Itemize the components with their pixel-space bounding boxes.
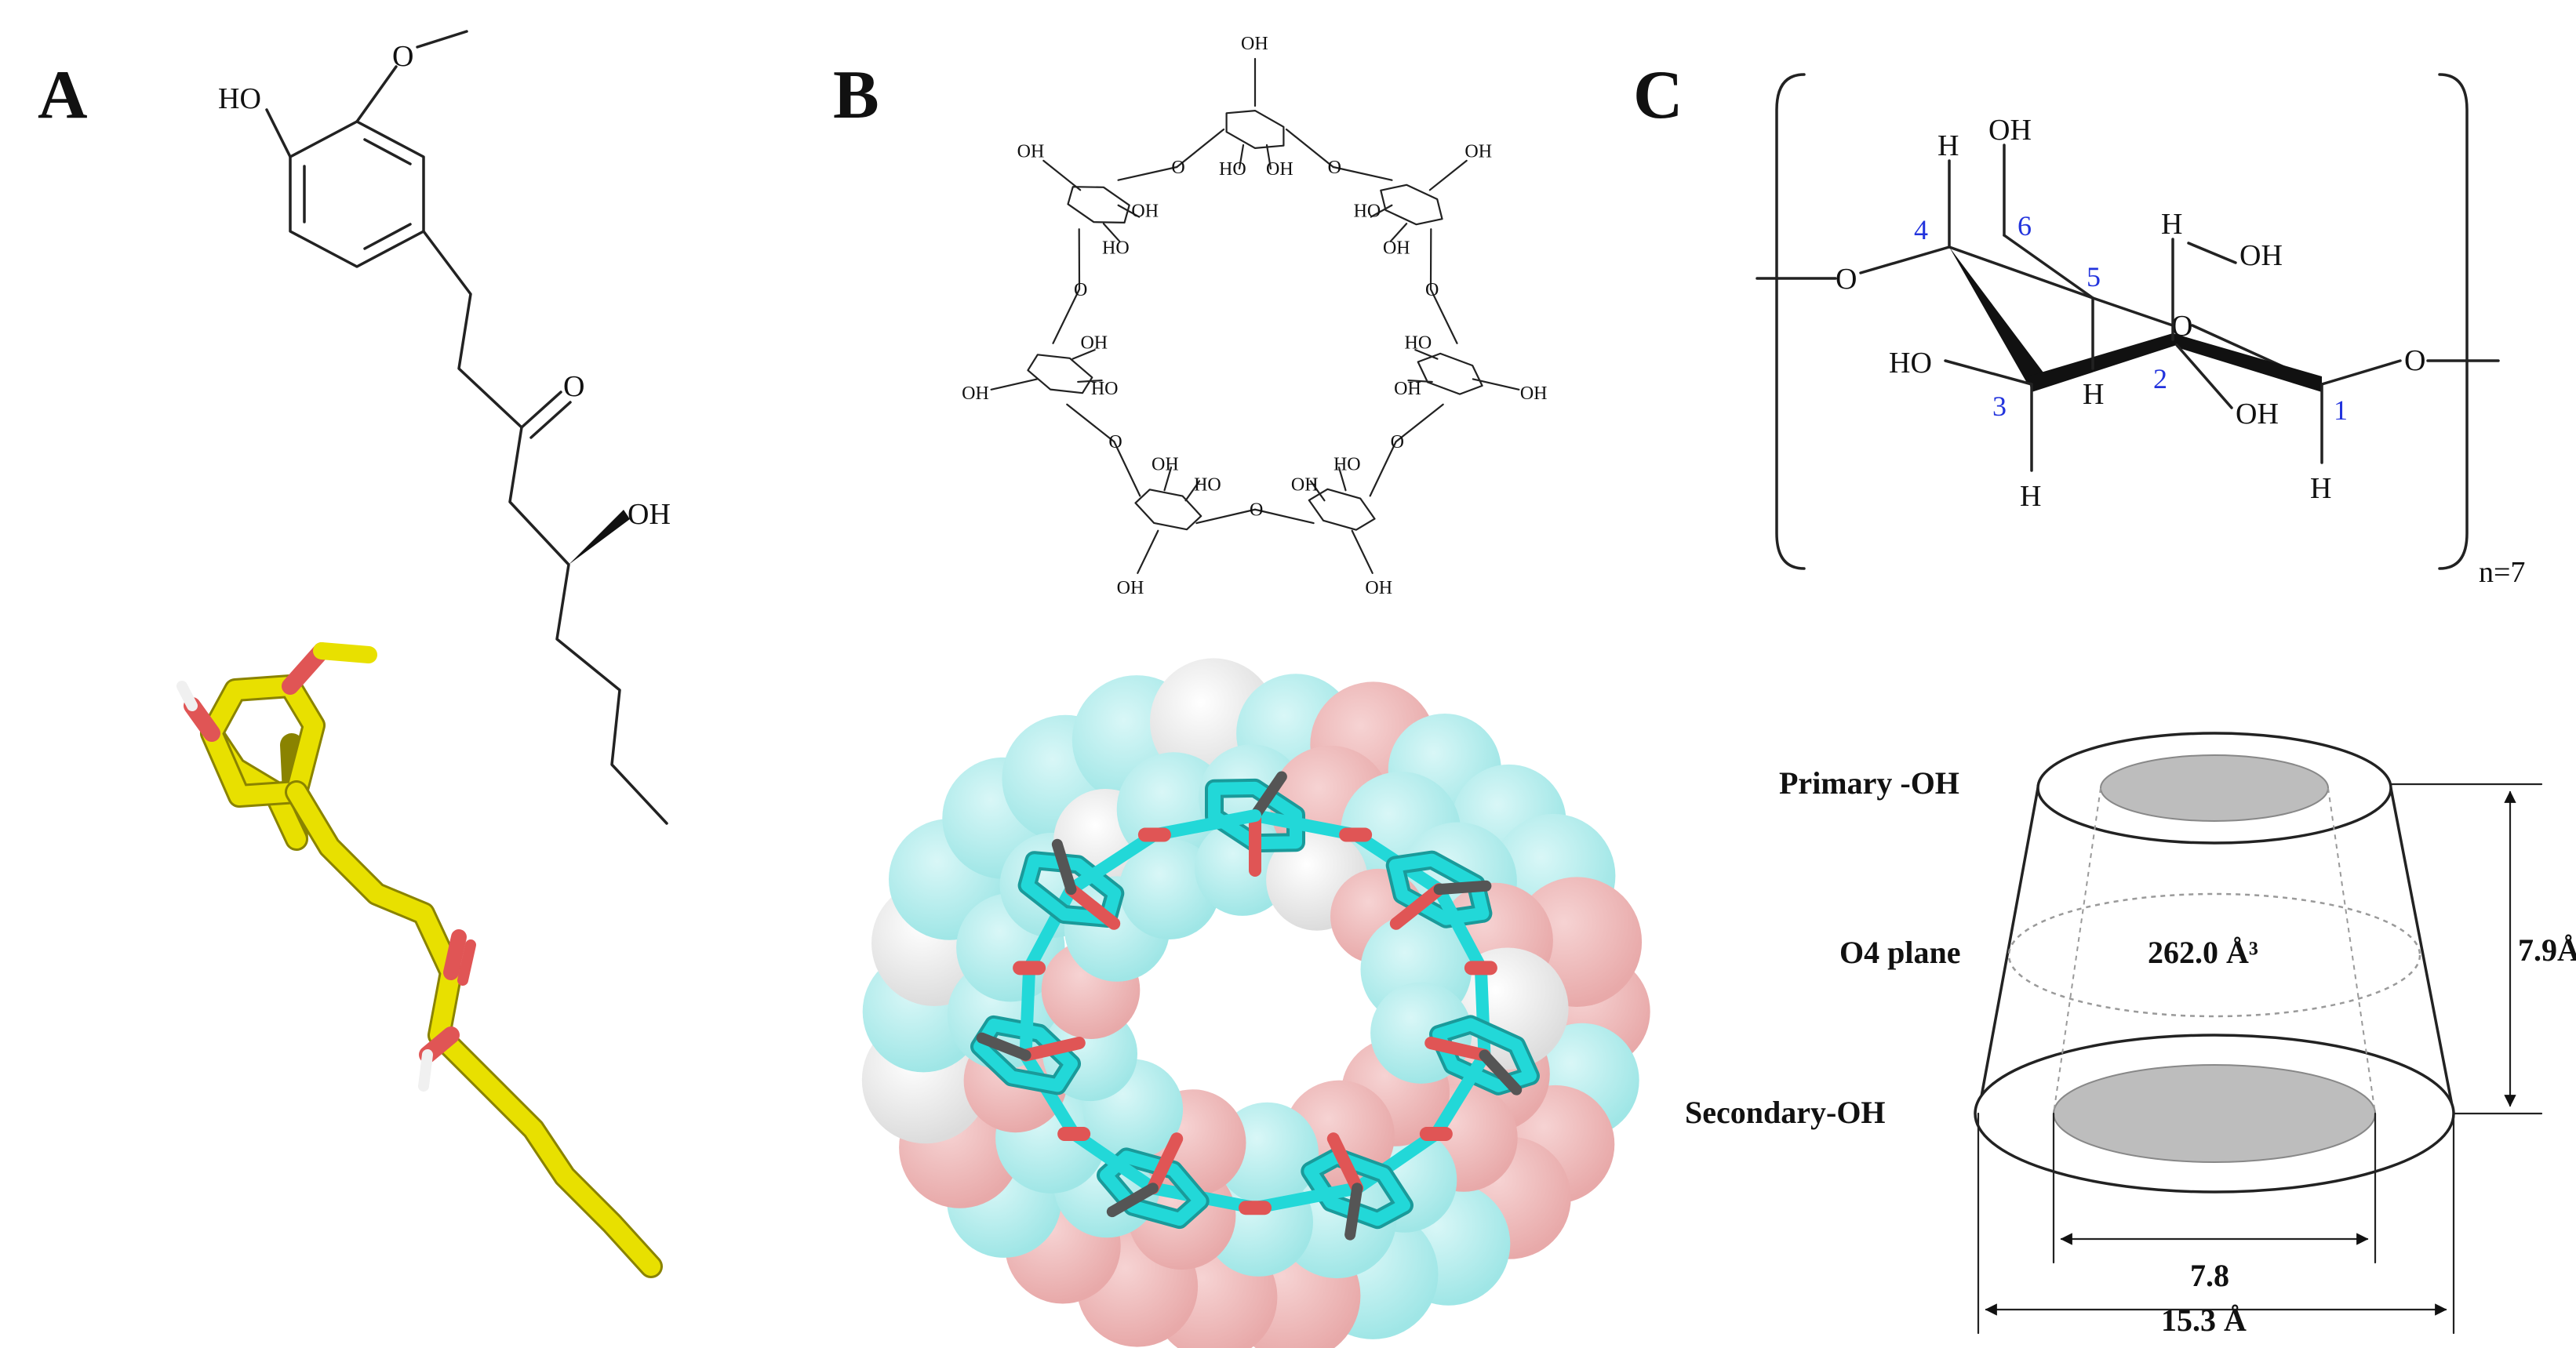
secondary-oh-label-2d: OH xyxy=(1080,332,1108,353)
glucose-o-left-label: O xyxy=(1836,263,1857,296)
repeat-count-label: n=7 xyxy=(2479,556,2525,589)
cyclodextrin-2d-structure: OOHOHHOOOHOHHOOOHOHHOOOHOHHOOOHOHHOOOHOH… xyxy=(962,34,1547,598)
c2-oh-top-label: OH xyxy=(2239,239,2283,272)
glucose-stick-ring-core xyxy=(1432,1018,1537,1092)
cavity-cone-diagram: Primary -OH O4 plane Secondary-OH 262.0 … xyxy=(1685,732,2576,1338)
carbon-number-2: 2 xyxy=(2153,363,2167,394)
primary-oh-label-2d: OH xyxy=(962,383,989,404)
glycosidic-o-label: O xyxy=(1171,158,1184,178)
secondary-ho-label-2d: HO xyxy=(1405,332,1432,353)
c1-h-label: H xyxy=(2310,472,2331,505)
primary-oh-label-2d: OH xyxy=(1017,141,1045,162)
carbon-stick xyxy=(976,1032,1031,1061)
glycosidic-o-label: O xyxy=(1074,280,1087,300)
hydroxyl-stick xyxy=(1146,1132,1184,1195)
ligand-2d-structure: HO O O OH xyxy=(218,30,671,825)
carbon-stick xyxy=(1344,1183,1363,1241)
secondary-ho-label-2d: HO xyxy=(1354,202,1381,222)
carbon-number-6: 6 xyxy=(2018,210,2032,242)
secondary-oh-label-2d: OH xyxy=(1291,475,1319,496)
panel-c: C n=7 O O H 4 5 O xyxy=(1633,57,2576,1338)
primary-oh-label-2d: OH xyxy=(1241,34,1268,54)
panel-b-letter: B xyxy=(833,57,879,133)
atom-sphere xyxy=(1119,838,1220,939)
c3-h-label: H xyxy=(2020,480,2041,513)
primary-oh-label-2d: OH xyxy=(1365,578,1392,598)
panel-b: B OOHOHHOOOHOHHOOOHOHHOOOHOHHOOOHOHHOOOH… xyxy=(833,34,1650,1348)
hydroxyl-stick xyxy=(1064,883,1121,930)
glycosidic-o-label: O xyxy=(1328,158,1341,178)
carbon-stick xyxy=(1106,1183,1159,1218)
secondary-ho-label-2d: HO xyxy=(1091,379,1119,399)
cyclodextrin-3d-model xyxy=(861,658,1650,1348)
secondary-oh-label-2d: OH xyxy=(1394,379,1421,399)
carbon-stick xyxy=(1433,880,1492,896)
primary-oh-label-2d: OH xyxy=(1520,383,1548,404)
secondary-ho-label-2d: HO xyxy=(1333,455,1361,475)
secondary-ho-label-2d: HO xyxy=(1102,238,1130,259)
carbon-stick xyxy=(1051,838,1077,896)
ligand-3d-model xyxy=(176,642,663,1278)
c5-h-label: H xyxy=(2083,378,2104,411)
primary-oh-label: Primary -OH xyxy=(1779,765,1959,801)
carbon-number-4: 4 xyxy=(1914,214,1928,245)
c3-ho-label: HO xyxy=(1889,347,1932,380)
height-label: 7.9Å xyxy=(2518,932,2576,968)
glycosidic-o-label: O xyxy=(1108,432,1122,452)
secondary-oh-label-2d: OH xyxy=(1266,159,1293,180)
secondary-ho-label-2d: HO xyxy=(1219,159,1246,180)
carbon-number-3: 3 xyxy=(1992,391,2007,422)
glycosidic-o-label: O xyxy=(1425,280,1439,300)
hydroxyl-stick xyxy=(1326,1132,1364,1195)
outer-diameter-label: 15.3 Å xyxy=(2161,1303,2247,1338)
ligand-oh-label: OH xyxy=(628,498,671,531)
glycosidic-o-label: O xyxy=(1250,500,1263,521)
ligand-carbonyl-o-label: O xyxy=(563,370,584,403)
hydroxyl-stick xyxy=(1424,1037,1491,1062)
hydroxyl-stick xyxy=(1019,1037,1086,1062)
panel-c-letter: C xyxy=(1633,57,1683,133)
glucose-stick-ring-core xyxy=(1388,853,1490,925)
ring-o-label: O xyxy=(2171,310,2192,343)
panel-a-letter: A xyxy=(38,57,88,133)
secondary-oh-label-2d: OH xyxy=(1152,455,1179,475)
carbon-stick xyxy=(1479,1049,1523,1095)
secondary-oh-label-2d: OH xyxy=(1131,202,1159,222)
glucose-stick-ring-core xyxy=(973,1018,1078,1092)
glucose-unit-structure: n=7 O O H 4 5 OH 6 H 1 xyxy=(1756,73,2525,589)
inner-diameter-label: 7.8 xyxy=(2190,1258,2229,1293)
carbon-stick xyxy=(1250,771,1287,821)
carbon-number-1: 1 xyxy=(2334,394,2348,426)
ligand-methoxy-o-label: O xyxy=(392,40,413,73)
hydroxyl-stick xyxy=(1389,883,1446,930)
glucose-o-right-label: O xyxy=(2404,344,2425,377)
secondary-oh-label: Secondary-OH xyxy=(1685,1095,1886,1130)
primary-oh-label-2d: OH xyxy=(1117,578,1144,598)
panel-a: A HO O O OH xyxy=(38,30,671,1278)
c6-oh-label: OH xyxy=(1988,114,2032,147)
secondary-oh-label-2d: OH xyxy=(1383,238,1410,259)
c2-h-label: H xyxy=(2161,208,2182,241)
o4-plane-label: O4 plane xyxy=(1839,935,1960,970)
ligand-ho-label: HO xyxy=(218,82,261,115)
c4-h-label: H xyxy=(1937,129,1959,162)
carbon-number-5: 5 xyxy=(2087,261,2101,292)
glucose-stick-ring-core xyxy=(1100,1150,1206,1226)
glycosidic-o-label: O xyxy=(1391,432,1404,452)
cavity-volume-label: 262.0 Å³ xyxy=(2148,935,2258,970)
primary-oh-label-2d: OH xyxy=(1464,141,1492,162)
c2-oh-label: OH xyxy=(2236,398,2279,431)
secondary-ho-label-2d: HO xyxy=(1194,475,1221,496)
